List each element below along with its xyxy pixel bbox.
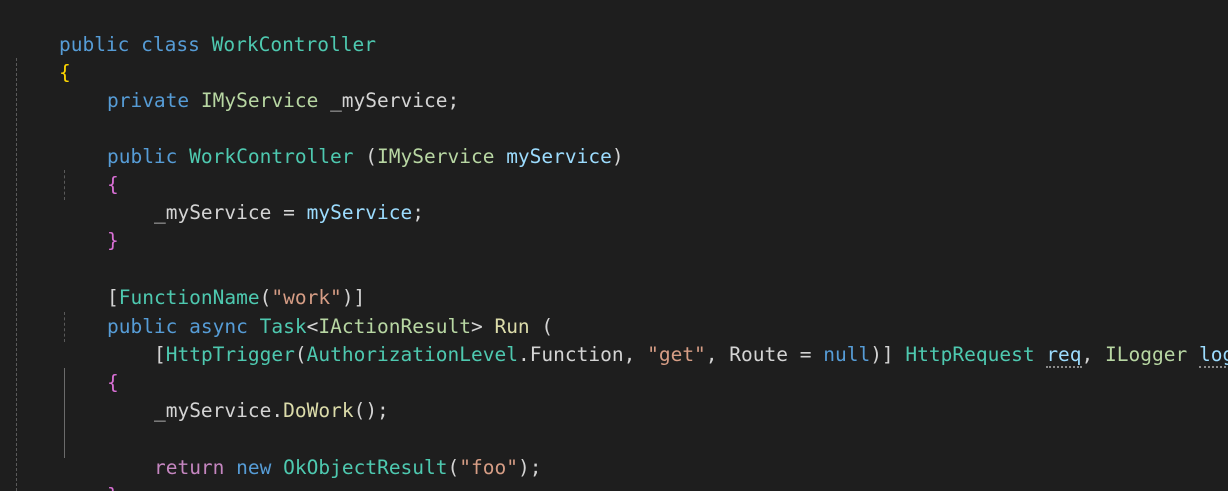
code-line-10: [FunctionName("work")] xyxy=(106,286,366,309)
result-type: OkObjectResult xyxy=(283,456,448,479)
parameter-name: myService xyxy=(506,145,612,168)
indent-guide-level-1 xyxy=(16,58,17,491)
enum-type: AuthorizationLevel xyxy=(306,343,518,366)
code-line-6: { xyxy=(12,143,119,196)
field-name: _myService xyxy=(153,201,272,224)
keyword-null: null xyxy=(823,343,871,366)
indent-guide-ctor-body xyxy=(64,170,65,200)
code-line-3: private IMyService _myService; xyxy=(106,89,460,112)
close-brace: } xyxy=(106,229,119,252)
code-line-11: public async Task<IActionResult> Run ( xyxy=(106,315,554,338)
field-name: _myService xyxy=(330,89,448,112)
code-line-12: [HttpTrigger(AuthorizationLevel.Function… xyxy=(12,313,1228,368)
close-brace: } xyxy=(107,484,119,491)
keyword-public: public xyxy=(106,315,178,338)
task-type: Task xyxy=(259,315,307,338)
string-literal: "foo" xyxy=(459,456,518,479)
code-line-8: } xyxy=(12,199,119,252)
code-line-5: public WorkController (IMyService myServ… xyxy=(106,145,624,168)
keyword-public: public xyxy=(106,145,178,168)
keyword-class: class xyxy=(141,33,200,56)
string-literal: "work" xyxy=(271,286,342,309)
keyword-new: new xyxy=(236,456,272,479)
code-line-7: _myService = myService; xyxy=(153,201,425,224)
code-line-1: public class WorkController xyxy=(12,3,376,56)
enum-member: Function xyxy=(529,343,624,366)
http-request-type: HttpRequest xyxy=(905,343,1035,366)
open-brace: { xyxy=(106,371,119,394)
attribute-name: HttpTrigger xyxy=(165,343,295,366)
keyword-return: return xyxy=(153,456,225,479)
interface-type: IMyService xyxy=(377,145,495,168)
interface-type: IMyService xyxy=(200,89,319,112)
method-call: DoWork xyxy=(283,399,354,422)
method-name: Run xyxy=(494,315,530,338)
code-line-2: { xyxy=(12,31,71,84)
interface-type: IActionResult xyxy=(318,315,471,338)
indent-guide-run-body xyxy=(64,368,65,458)
keyword-private: private xyxy=(106,89,190,112)
parameter-req: req xyxy=(1046,343,1082,368)
named-argument: Route xyxy=(729,343,788,366)
code-line-14: _myService.DoWork(); xyxy=(153,399,389,422)
open-brace: { xyxy=(106,173,119,196)
open-brace: { xyxy=(58,61,71,84)
string-literal: "get" xyxy=(647,343,706,366)
constructor-name: WorkController xyxy=(189,145,354,168)
class-name: WorkController xyxy=(211,33,376,56)
keyword-public: public xyxy=(58,33,130,56)
field-name: _myService xyxy=(153,399,272,422)
indent-guide-run-params xyxy=(64,312,65,342)
code-line-17: } xyxy=(12,454,119,491)
attribute-name: FunctionName xyxy=(118,286,260,309)
code-line-16: return new OkObjectResult("foo"); xyxy=(153,456,542,479)
code-line-13: { xyxy=(12,341,119,394)
parameter-log: log xyxy=(1198,343,1228,368)
keyword-async: async xyxy=(189,315,248,338)
interface-type: ILogger xyxy=(1105,343,1188,366)
parameter-name: myService xyxy=(306,201,413,224)
